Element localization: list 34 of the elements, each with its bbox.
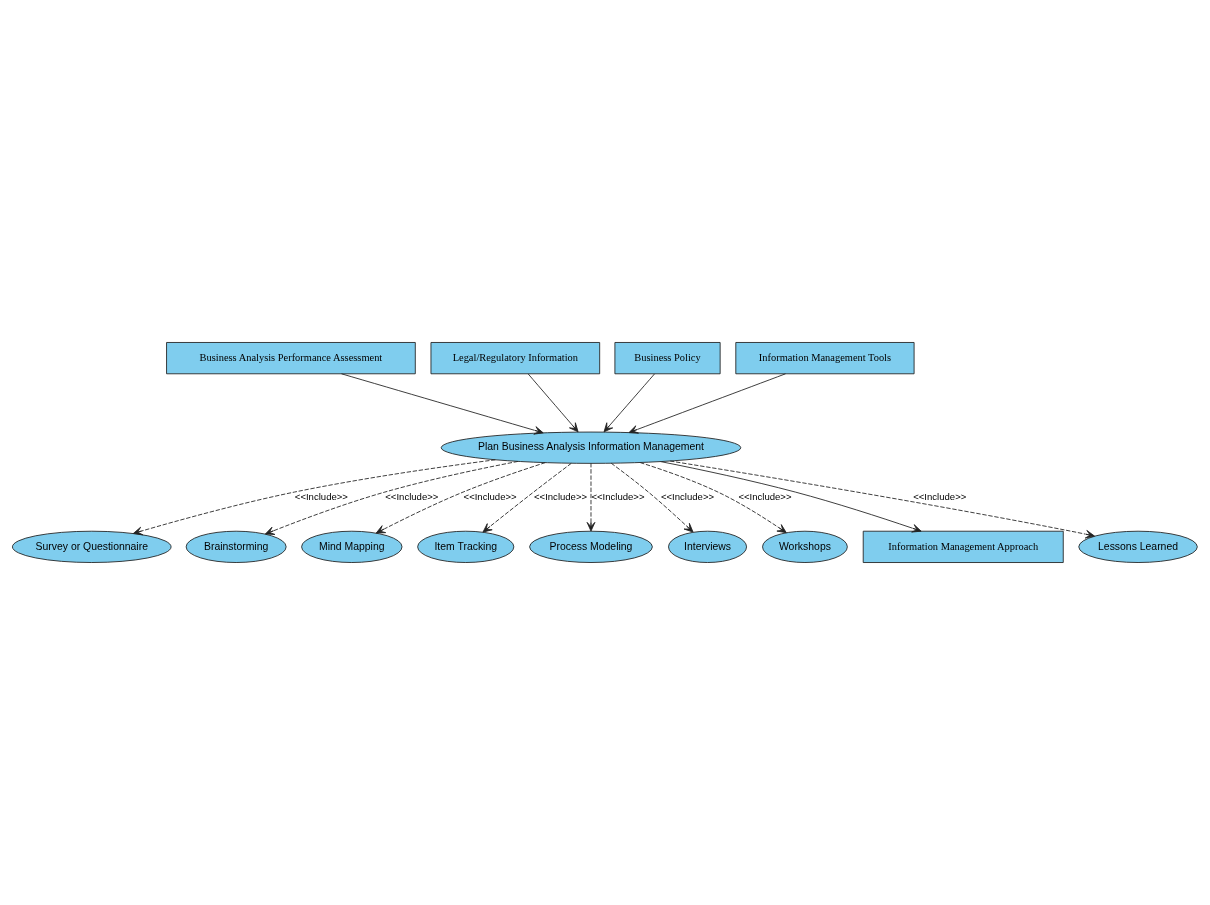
node-ellipse: Plan Business Analysis Information Management [440, 431, 742, 464]
edge-label: <<Include>> [591, 490, 645, 502]
node-box: Business Analysis Performance Assessment [166, 342, 416, 375]
edge-label: <<Include>> [463, 490, 517, 502]
edge-label: <<Include>> [738, 490, 792, 502]
edge-label: <<Include>> [660, 490, 715, 502]
arrow [375, 462, 546, 534]
arrow [610, 462, 694, 533]
arrow [586, 462, 596, 532]
edge-label: <<Include>> [385, 490, 439, 502]
arrow [527, 373, 579, 433]
node-ellipse: Process Modeling [529, 530, 653, 563]
arrow [341, 373, 544, 435]
arrow [628, 373, 786, 434]
arrow [264, 461, 519, 535]
arrow [639, 462, 787, 534]
node-box: Information Management Approach [862, 530, 1064, 563]
node-ellipse: Brainstorming [185, 530, 287, 563]
arrow [603, 373, 655, 433]
node-box: Legal/Regulatory Information [430, 342, 601, 375]
arrow [132, 459, 496, 536]
arrow [482, 462, 572, 533]
node-ellipse: Survey or Questionnaire [12, 530, 172, 563]
node-box: Information Management Tools [735, 342, 915, 375]
node-ellipse: Item Tracking [417, 530, 515, 563]
edge-label: <<Include>> [294, 490, 348, 502]
arrow [660, 461, 922, 533]
node-ellipse: Mind Mapping [301, 530, 403, 563]
node-box: Business Policy [614, 342, 721, 375]
arrow [669, 460, 1095, 539]
node-ellipse: Interviews [668, 530, 747, 563]
edge-label: <<Include>> [913, 490, 967, 502]
node-ellipse: Workshops [762, 530, 848, 563]
edge-label: <<Include>> [534, 490, 588, 502]
